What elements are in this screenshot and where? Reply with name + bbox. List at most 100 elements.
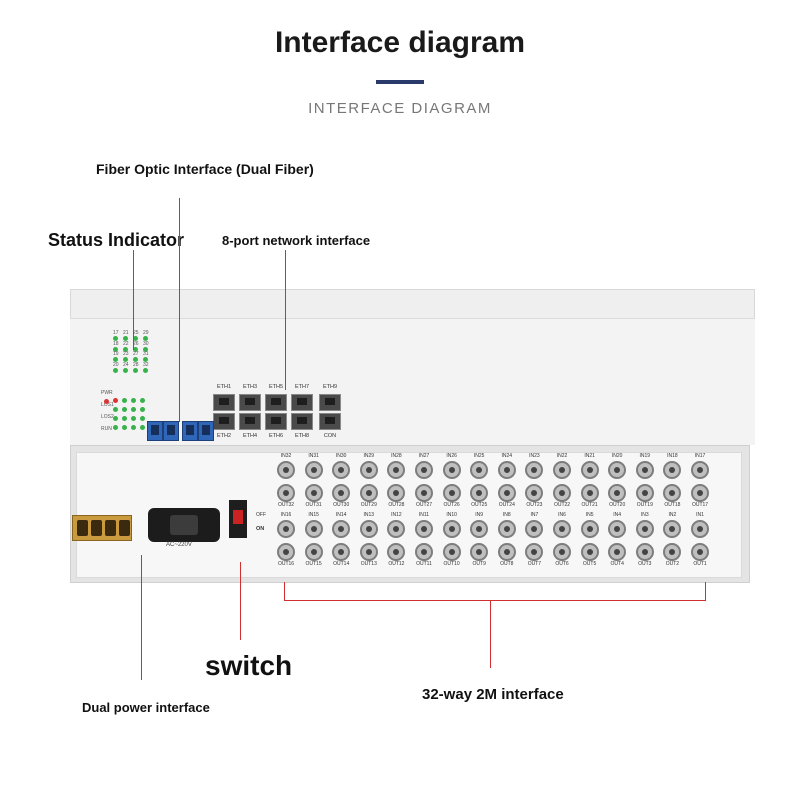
power-callout-label: Dual power interface: [82, 700, 210, 715]
bnc-port-label: IN16: [280, 512, 292, 518]
bnc-connector: [442, 484, 461, 502]
bnc-connector: [663, 520, 682, 538]
bnc-connector: [635, 461, 654, 479]
bnc-port-label: IN15: [308, 512, 319, 518]
sfp-fiber-port: [182, 421, 198, 441]
bnc-connector: [415, 484, 433, 502]
status-led: [131, 425, 136, 430]
bnc-connector: [525, 484, 544, 502]
status-led: [131, 398, 136, 403]
bnc-port-label: IN11: [418, 512, 430, 518]
bnc-connector: [525, 543, 544, 561]
led-number-label: 26: [133, 340, 139, 347]
bnc-connector: [332, 543, 351, 561]
led-row-label: LOS1: [101, 402, 114, 408]
bnc-connector: [580, 461, 599, 479]
bnc-port-label: OUT26: [443, 502, 460, 508]
switch-off-label: OFF: [256, 512, 266, 518]
bnc-connector: [470, 484, 489, 502]
status-led: [122, 425, 127, 430]
bnc-port-label: IN22: [556, 453, 568, 459]
bnc-port-label: OUT18: [664, 502, 681, 508]
bnc-port-label: OUT17: [691, 502, 709, 508]
led-row-label: RUN: [101, 426, 112, 432]
bnc-port-label: IN10: [446, 512, 457, 518]
bnc-port-label: OUT22: [553, 502, 571, 508]
status-led: [133, 357, 138, 362]
status-led: [113, 346, 118, 352]
bnc-connector: [663, 461, 682, 479]
bnc-port-label: IN17: [694, 453, 706, 459]
status-led: [123, 367, 128, 373]
bnc-connector: [553, 520, 571, 538]
eth-port-label: ETH2: [216, 433, 232, 439]
bnc-port-label: OUT9: [472, 561, 486, 567]
page-subtitle: INTERFACE DIAGRAM: [308, 100, 492, 117]
callout-line: [490, 600, 491, 668]
bnc-connector: [359, 520, 378, 538]
bnc-connector: [304, 484, 323, 502]
bnc-connector: [304, 461, 323, 479]
bnc-connector: [387, 543, 406, 561]
led-number-label: 31: [143, 351, 149, 357]
bnc-port-label: OUT4: [610, 561, 624, 567]
status-led: [123, 346, 128, 352]
status-led: [140, 398, 145, 403]
ac-power-socket: [148, 508, 220, 542]
bnc-connector: [525, 520, 544, 538]
bnc-port-label: IN20: [611, 453, 623, 459]
bnc-port-label: OUT6: [555, 561, 569, 567]
ethernet-port: [319, 394, 341, 411]
switch-callout-label: switch: [205, 650, 293, 681]
bnc-port-label: IN29: [363, 453, 375, 459]
status-led: [143, 367, 148, 373]
bnc-port-label: IN24: [501, 453, 513, 459]
ac-socket-label: AC~220V: [166, 542, 192, 548]
bnc-port-label: OUT5: [582, 561, 597, 567]
callout-line: [284, 582, 285, 600]
bnc-port-label: IN6: [558, 512, 566, 518]
bnc-connector: [332, 484, 351, 502]
led-number-label: 19: [113, 351, 119, 357]
bnc-connector: [277, 461, 295, 479]
status-led: [122, 407, 127, 412]
bnc-port-label: OUT19: [636, 502, 653, 508]
e1-callout-label: 32-way 2M interface: [422, 686, 564, 703]
bnc-port-label: IN14: [335, 512, 347, 518]
bnc-port-label: OUT15: [305, 561, 322, 567]
ethernet-port: [291, 394, 313, 411]
bnc-port-label: OUT13: [360, 561, 377, 567]
bnc-connector: [525, 461, 544, 479]
bnc-connector: [497, 484, 516, 502]
bnc-connector: [691, 484, 709, 502]
bnc-port-label: IN21: [584, 453, 595, 459]
bnc-connector: [277, 520, 295, 538]
bnc-port-label: OUT24: [498, 502, 515, 508]
bnc-connector: [277, 484, 295, 502]
bnc-connector: [635, 484, 654, 502]
bnc-port-label: IN13: [363, 512, 375, 518]
ethernet-port: [319, 413, 341, 430]
bnc-connector: [635, 520, 654, 538]
bnc-connector: [277, 543, 295, 561]
bnc-port-label: OUT10: [443, 561, 460, 567]
bnc-port-label: IN23: [529, 453, 540, 459]
bnc-port-label: OUT16: [277, 561, 295, 567]
title-underline: [376, 80, 424, 84]
bnc-connector: [497, 520, 516, 538]
led-number-label: 30: [143, 340, 149, 347]
ethernet-port: [213, 394, 235, 411]
bnc-port-label: IN26: [446, 453, 457, 459]
bnc-port-label: OUT14: [333, 561, 350, 567]
bnc-port-label: IN19: [639, 453, 651, 459]
bnc-connector: [332, 461, 351, 479]
bnc-connector: [387, 461, 406, 479]
bnc-port-label: IN25: [473, 453, 485, 459]
status-led: [113, 357, 118, 362]
bnc-connector: [580, 484, 599, 502]
bnc-port-label: IN3: [640, 512, 649, 518]
ethernet-port: [291, 413, 313, 430]
status-led: [143, 336, 148, 341]
status-led: [113, 407, 118, 412]
bnc-connector: [553, 461, 571, 479]
